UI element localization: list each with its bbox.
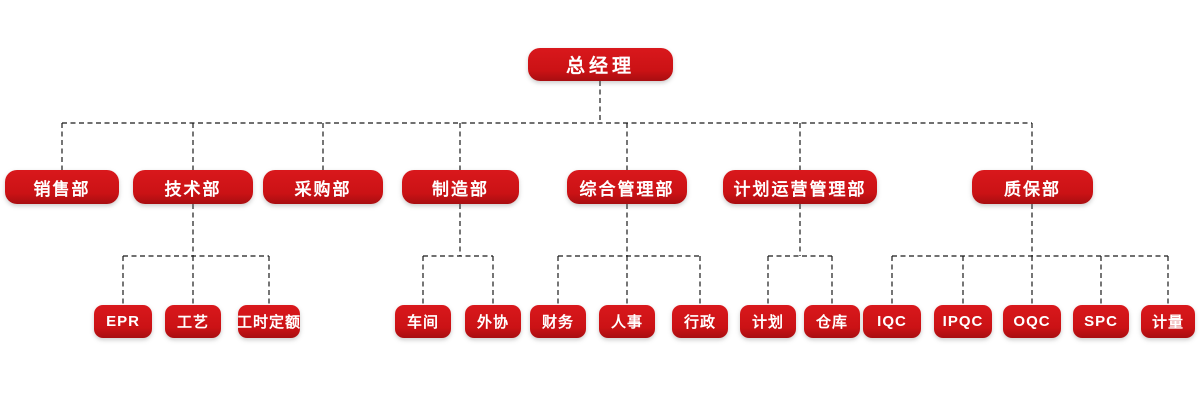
node-metrology: 计量 — [1141, 305, 1195, 338]
node-purchasing-dept: 采购部 — [263, 170, 383, 204]
connector-planning-operations-children — [767, 204, 833, 305]
node-human-resources: 人事 — [599, 305, 655, 338]
node-general-manager: 总经理 — [528, 48, 673, 81]
node-planning: 计划 — [740, 305, 796, 338]
node-manufacturing-dept: 制造部 — [402, 170, 519, 204]
node-labor-hour-quota: 工时定额 — [237, 305, 300, 338]
node-iqc: IQC — [863, 305, 921, 338]
node-epr: EPR — [94, 305, 152, 338]
node-oqc: OQC — [1003, 305, 1061, 338]
connector-technology-children — [122, 204, 270, 305]
connector-root-to-departments — [61, 81, 1033, 170]
node-finance: 财务 — [530, 305, 586, 338]
node-warehouse: 仓库 — [804, 305, 860, 338]
node-spc: SPC — [1073, 305, 1129, 338]
connector-quality-assurance-children — [891, 204, 1169, 305]
node-technology-dept: 技术部 — [133, 170, 253, 204]
node-administration: 行政 — [672, 305, 728, 338]
connector-general-management-children — [557, 204, 701, 305]
node-quality-assurance-dept: 质保部 — [972, 170, 1093, 204]
node-sales-dept: 销售部 — [5, 170, 119, 204]
connector-manufacturing-children — [422, 204, 494, 305]
node-ipqc: IPQC — [934, 305, 992, 338]
node-general-management-dept: 综合管理部 — [567, 170, 687, 204]
node-planning-operations-dept: 计划运营管理部 — [723, 170, 877, 204]
node-workshop: 车间 — [395, 305, 451, 338]
node-process: 工艺 — [165, 305, 221, 338]
node-outsourcing: 外协 — [465, 305, 521, 338]
